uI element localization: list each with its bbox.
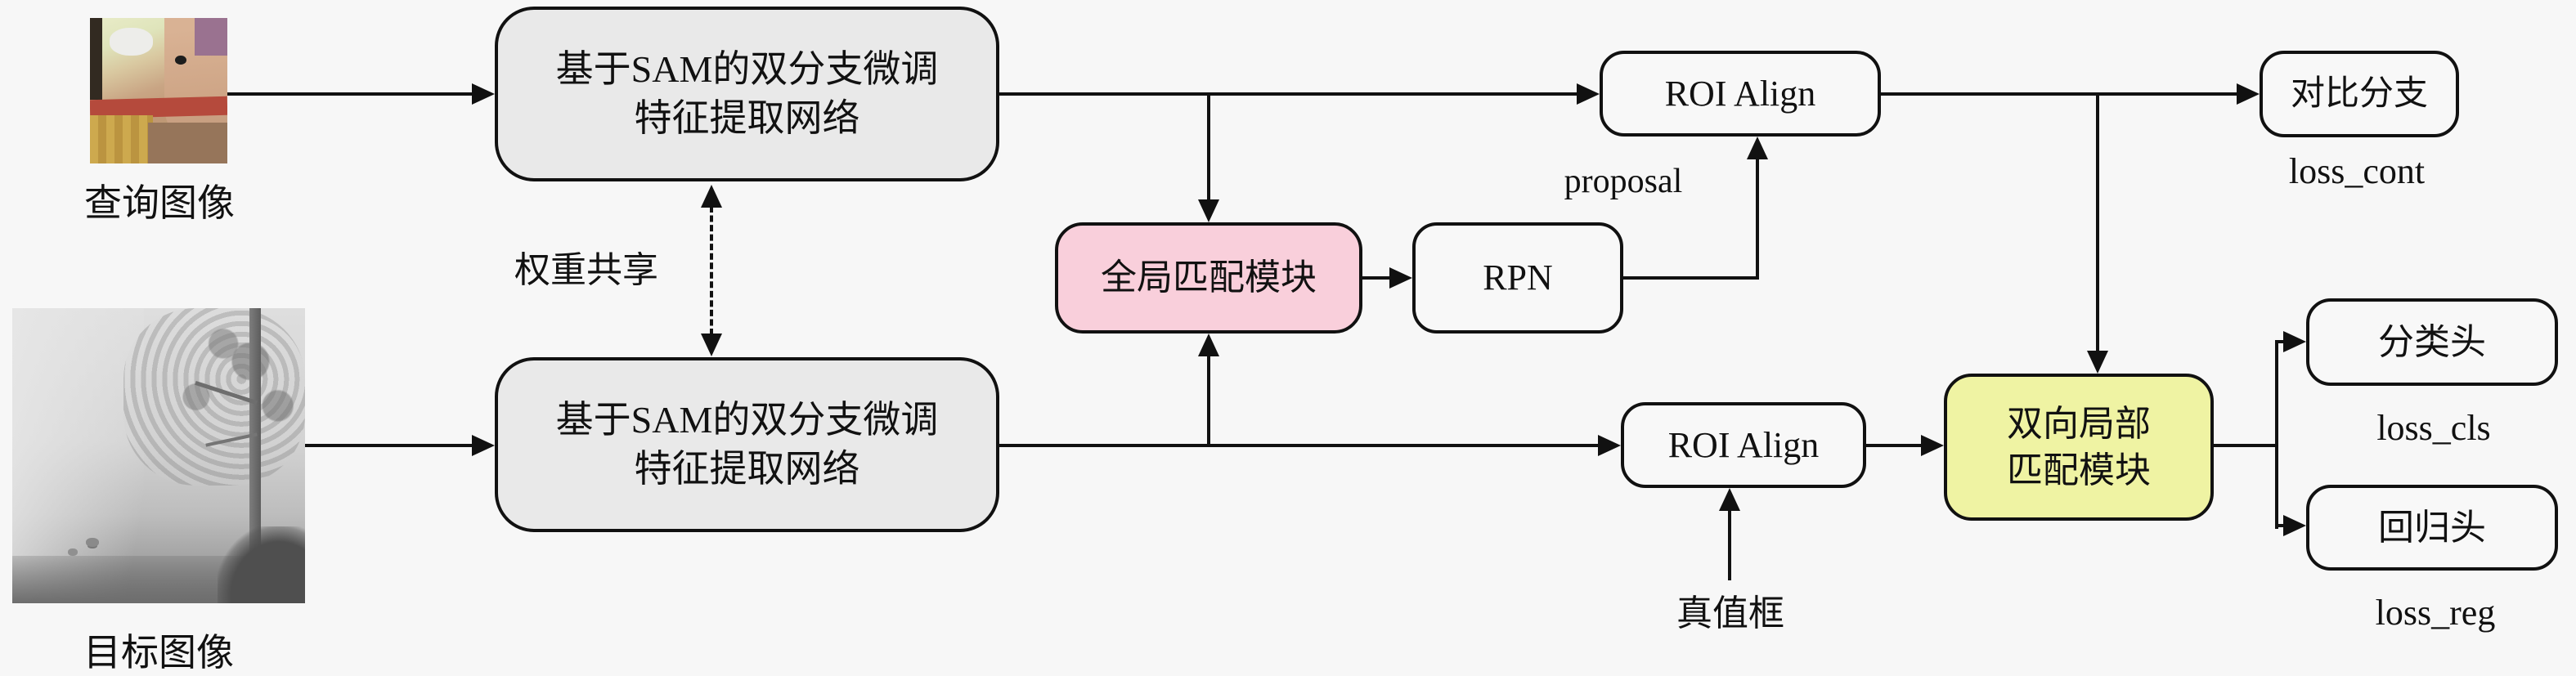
query-image-texture — [90, 115, 154, 163]
tree-canopy-shape — [123, 308, 305, 486]
arrowhead-down-icon — [1198, 199, 1219, 222]
node-label: 回归头 — [2378, 507, 2486, 548]
query-image-photo — [90, 18, 227, 163]
loss-reg-label: loss_reg — [2375, 593, 2496, 633]
connector-line — [1866, 444, 1921, 447]
node-roi-align-top: ROI Align — [1600, 51, 1881, 137]
arrowhead-down-icon — [701, 334, 722, 356]
node-label-line: 特征提取网络 — [634, 448, 860, 490]
query-image-texture — [147, 123, 227, 163]
node-label: 对比分支 — [2290, 74, 2428, 113]
query-image-label: 查询图像 — [84, 182, 235, 224]
node-feature-extractor-bottom: 基于SAM的双分支微调 特征提取网络 — [495, 357, 999, 532]
connector-line — [227, 92, 472, 96]
arrowhead-right-icon — [2283, 331, 2306, 352]
gt-box-label: 真值框 — [1676, 593, 1784, 633]
query-image-texture — [109, 28, 154, 56]
arrowhead-right-icon — [1389, 267, 1412, 289]
loss-cont-label: loss_cont — [2288, 151, 2426, 191]
connector-line — [1756, 159, 1759, 280]
connector-line — [2277, 524, 2285, 527]
node-cls-head: 分类头 — [2306, 298, 2558, 386]
node-roi-align-bottom: ROI Align — [1621, 402, 1866, 488]
connector-line — [999, 444, 1598, 447]
arrowhead-right-icon — [1598, 435, 1621, 456]
arrowhead-right-icon — [2237, 83, 2260, 105]
tree-trunk-shape — [249, 308, 262, 566]
proposal-label: proposal — [1564, 163, 1683, 200]
connector-line — [2214, 444, 2278, 447]
target-image-photo — [12, 308, 305, 603]
node-global-match: 全局匹配模块 — [1055, 222, 1362, 334]
connector-line — [2096, 94, 2099, 351]
target-image-texture — [217, 526, 305, 603]
arrowhead-up-icon — [1198, 334, 1219, 356]
node-label-line: 双向局部 — [2007, 403, 2151, 444]
connector-line — [1362, 276, 1389, 280]
node-label-line: 基于SAM的双分支微调 — [555, 399, 939, 441]
node-label-line: 特征提取网络 — [634, 97, 860, 139]
arrowhead-up-icon — [1719, 488, 1740, 511]
connector-line — [1881, 92, 2237, 96]
target-image-texture — [12, 308, 145, 603]
arrowhead-right-icon — [472, 435, 495, 456]
connector-line — [1207, 94, 1210, 199]
connector-line — [2277, 340, 2285, 343]
connector-line — [1728, 511, 1731, 580]
node-rpn: RPN — [1412, 222, 1623, 334]
arrowhead-right-icon — [1577, 83, 1600, 105]
arrowhead-right-icon — [1921, 435, 1944, 456]
node-label: 分类头 — [2378, 321, 2486, 362]
arrowhead-up-icon — [701, 185, 722, 208]
weight-share-label: 权重共享 — [514, 250, 658, 290]
target-image-label: 目标图像 — [83, 632, 234, 674]
arrowhead-down-icon — [2087, 351, 2108, 374]
node-label: RPN — [1483, 257, 1553, 298]
node-reg-head: 回归头 — [2306, 485, 2558, 571]
node-label-line: 基于SAM的双分支微调 — [555, 48, 939, 91]
query-image-texture — [90, 18, 103, 100]
loss-cls-label: loss_cls — [2376, 408, 2491, 448]
connector-line — [2275, 340, 2278, 529]
node-contrast-branch: 对比分支 — [2260, 51, 2459, 137]
node-label-line: 匹配模块 — [2007, 450, 2151, 490]
query-image-texture — [194, 18, 227, 56]
sheep-eye-shape — [175, 56, 186, 65]
arrowhead-right-icon — [2283, 515, 2306, 536]
connector-line — [999, 92, 1577, 96]
connector-line — [1623, 276, 1759, 280]
node-feature-extractor-top: 基于SAM的双分支微调 特征提取网络 — [495, 7, 999, 181]
node-label: ROI Align — [1667, 424, 1820, 465]
node-label: 全局匹配模块 — [1101, 257, 1317, 298]
sheep-silhouette — [85, 538, 99, 548]
weight-share-dashed-line — [710, 206, 713, 335]
connector-line — [1207, 356, 1210, 447]
connector-line — [305, 444, 472, 447]
arrowhead-up-icon — [1747, 137, 1768, 159]
node-bi-local-match: 双向局部 匹配模块 — [1944, 374, 2214, 521]
arrowhead-right-icon — [472, 83, 495, 105]
node-label: ROI Align — [1664, 73, 1816, 114]
sheep-silhouette — [68, 548, 79, 557]
